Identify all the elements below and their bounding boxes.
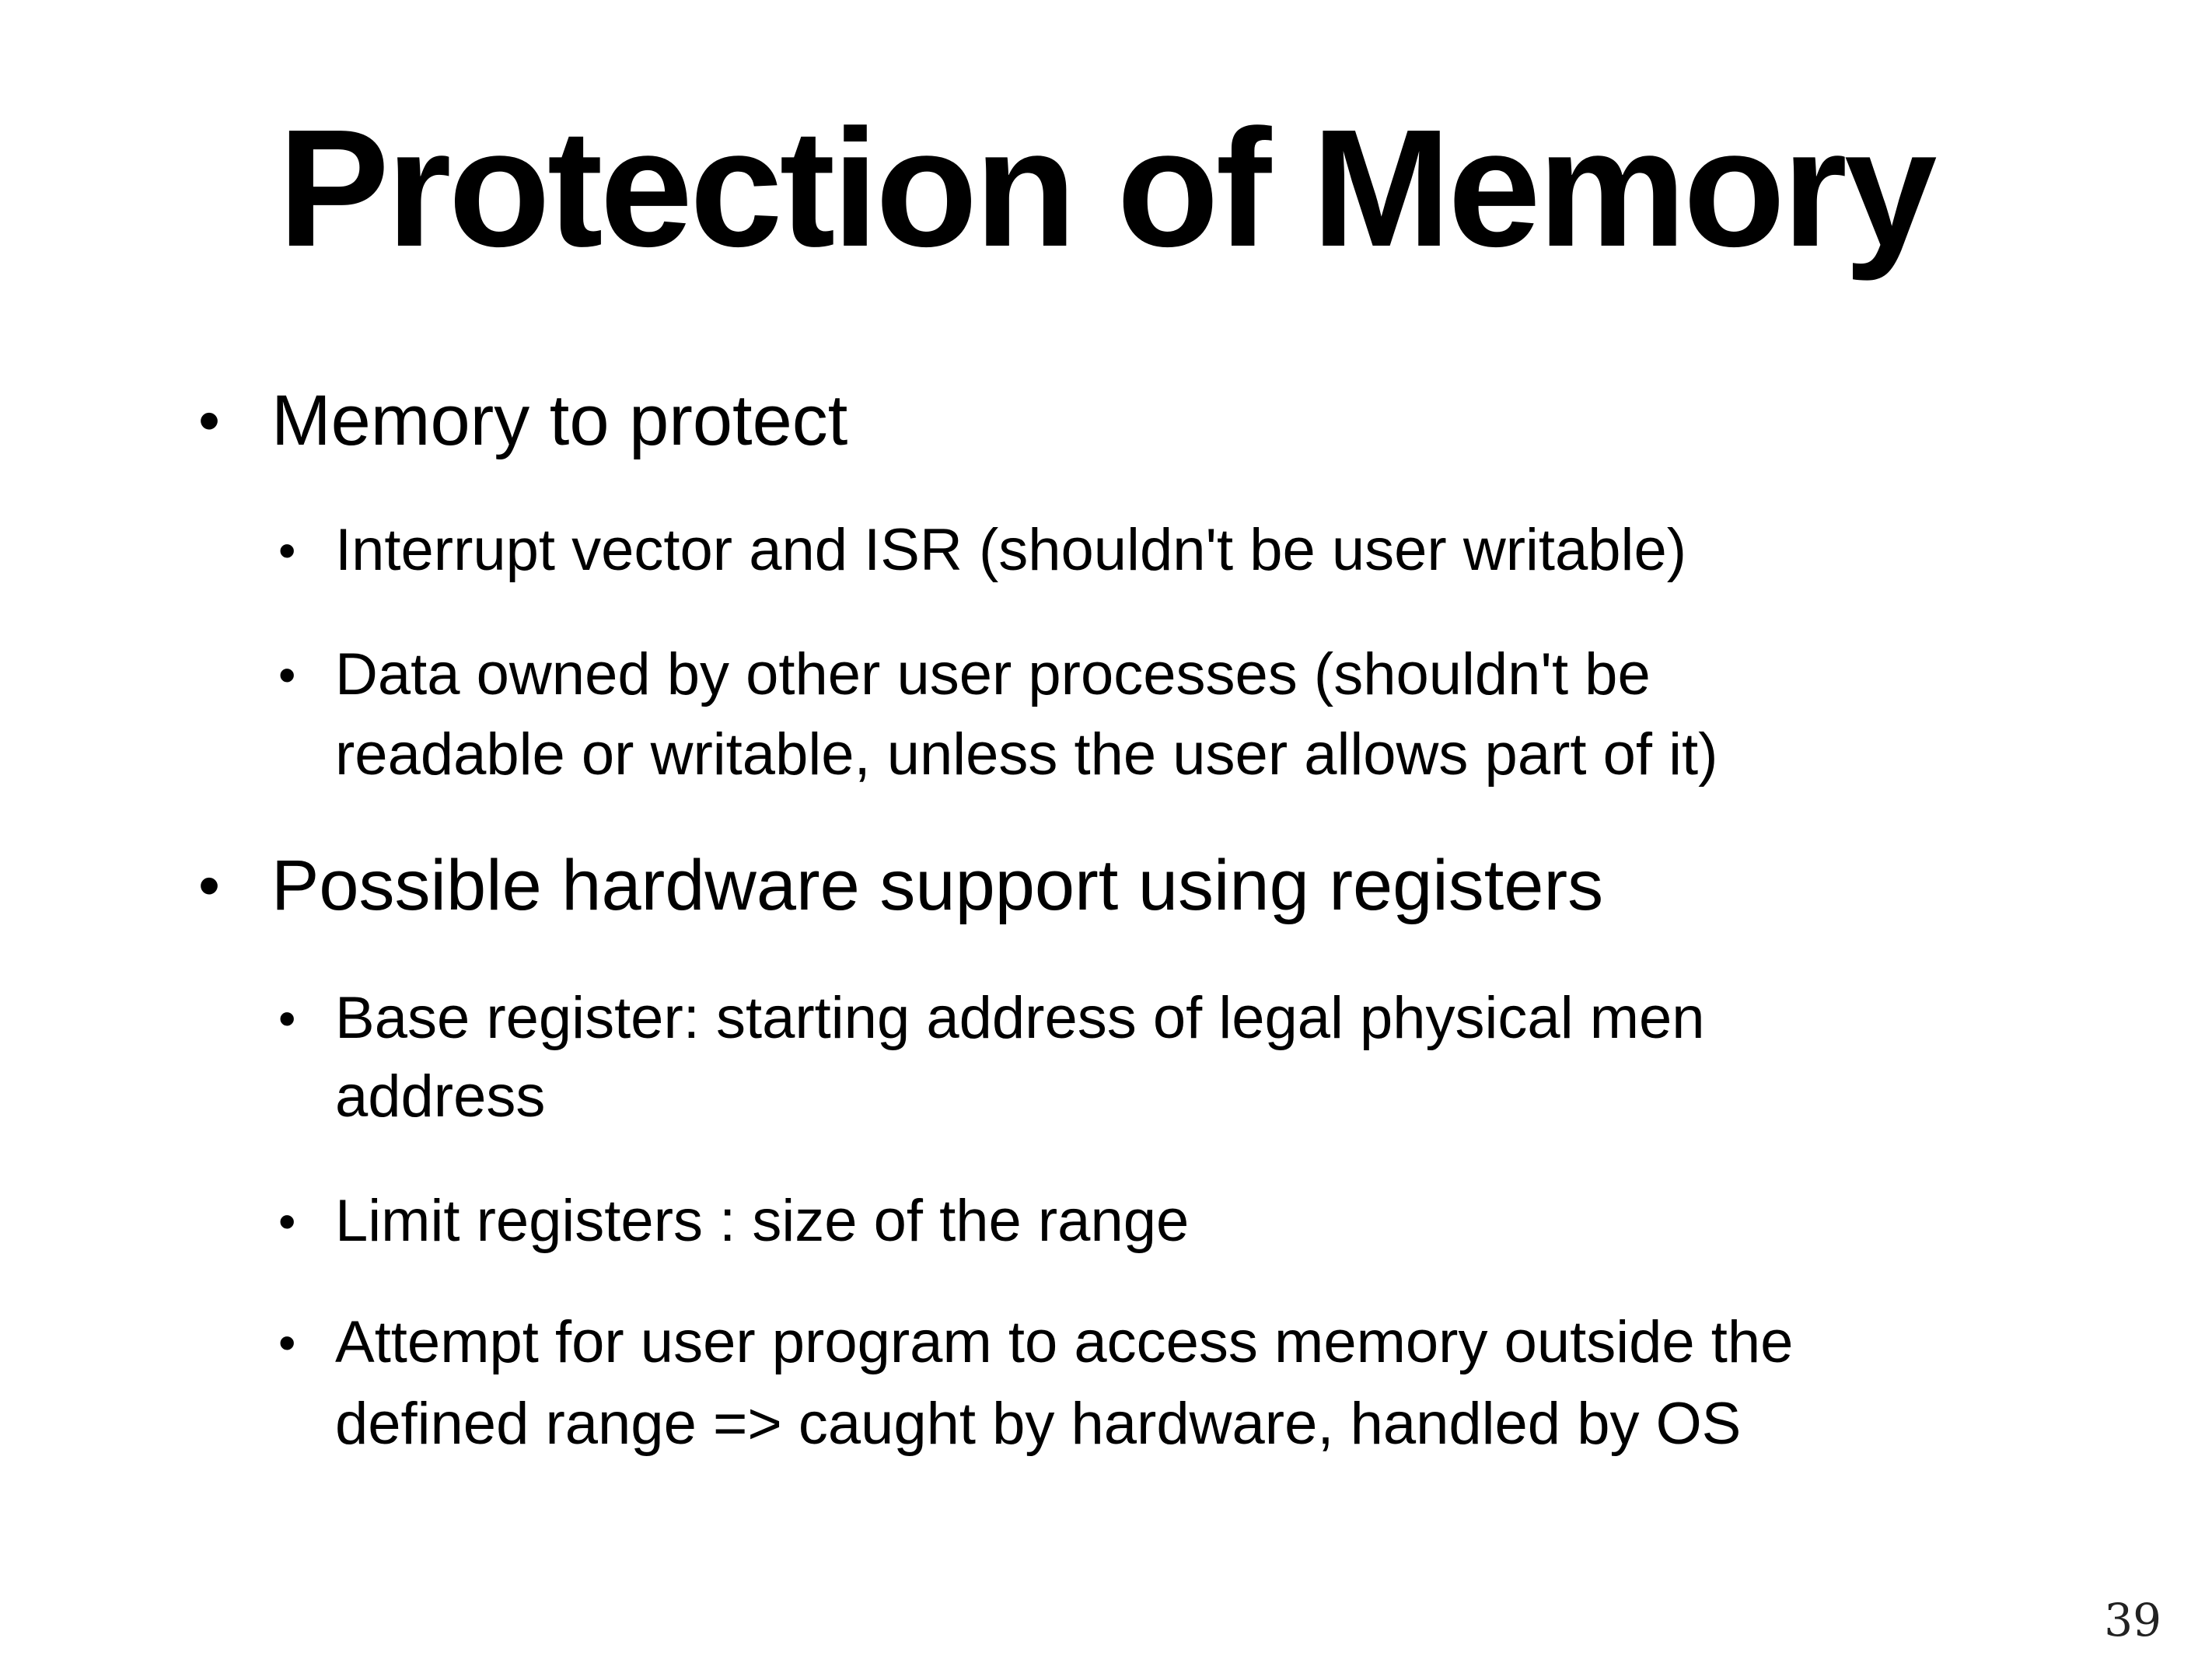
bullet-icon: •: [278, 990, 296, 1046]
bullet-icon: •: [278, 647, 296, 703]
sub-bullet: Limit registers : size of the range: [335, 1188, 1190, 1254]
bullet-icon: •: [198, 850, 221, 920]
sub-bullet: Data owned by other user processes (shou…: [335, 641, 1651, 707]
bullet-heading: Memory to protect: [271, 381, 848, 460]
sub-bullet-continuation: address: [335, 1064, 546, 1130]
sub-bullet: Base register: starting address of legal…: [335, 985, 1705, 1051]
page-number: 39: [2104, 1594, 2161, 1647]
sub-bullet-continuation: readable or writable, unless the user al…: [335, 721, 1718, 788]
bullet-icon: •: [278, 1193, 296, 1249]
slide-title: Protection of Memory: [278, 94, 1938, 281]
bullet-icon: •: [278, 1315, 296, 1371]
bullet-icon: •: [198, 386, 221, 455]
bullet-heading: Possible hardware support using register…: [271, 846, 1604, 925]
bullet-icon: •: [278, 522, 296, 578]
sub-bullet: Interrupt vector and ISR (shouldn't be u…: [335, 517, 1687, 583]
sub-bullet-continuation: defined range => caught by hardware, han…: [335, 1391, 1742, 1457]
sub-bullet: Attempt for user program to access memor…: [335, 1309, 1794, 1375]
